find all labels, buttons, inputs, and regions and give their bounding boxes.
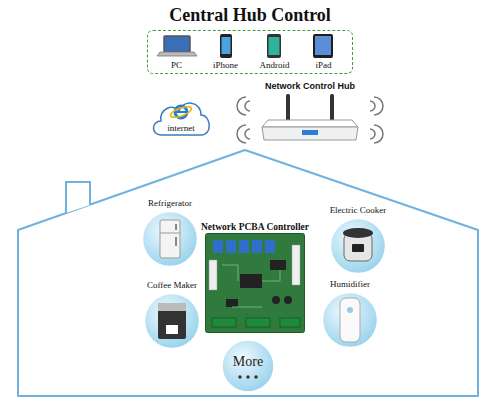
appliance-label: Coffee Maker — [147, 280, 197, 291]
bubble-outline — [321, 291, 379, 349]
pcb-outline — [205, 233, 305, 333]
appliance-label: Refrigerator — [148, 198, 192, 209]
appliance-bubble: Coffee Maker — [140, 280, 204, 350]
pcb-rect — [206, 234, 305, 333]
bubble-circle — [323, 293, 378, 348]
laptop-icon — [157, 36, 197, 56]
router-illustration — [262, 94, 358, 140]
cloud-label: internet — [167, 123, 195, 134]
pcb-components — [209, 240, 300, 327]
android-icon — [267, 34, 281, 58]
iphone-icon — [220, 34, 232, 58]
appliance-label: Electric Cooker — [330, 205, 387, 216]
bubble-outline — [143, 292, 201, 350]
appliance-bubble: Electric Cooker — [326, 205, 390, 275]
device-group-box: PC iPhone Android iPad — [147, 30, 353, 74]
bubble-circle — [145, 294, 200, 349]
refrigerator-icon — [160, 220, 180, 258]
device-label: iPhone — [213, 60, 238, 71]
bubble-outline — [141, 210, 199, 268]
electric-cooker-icon — [343, 228, 373, 261]
more-label: More — [233, 354, 263, 370]
cloud-outline — [149, 95, 213, 141]
more-dots — [238, 375, 257, 378]
device-label: PC — [171, 60, 182, 71]
bubble-outline — [329, 217, 387, 275]
coffee-maker-icon — [158, 303, 186, 339]
internet-explorer-icon — [169, 104, 192, 119]
appliance-label: Humidifier — [330, 279, 370, 290]
diagram-title: Central Hub Control — [0, 4, 500, 26]
cloud-outline — [154, 103, 210, 135]
bubble-circle — [331, 219, 386, 274]
appliance-bubble: Humidifier — [318, 279, 382, 349]
device-label: Android — [260, 60, 290, 71]
more-bubble: More — [221, 339, 275, 393]
bubble-circle — [143, 212, 198, 267]
router-heading: Network Control Hub — [265, 80, 355, 92]
bubble-circle — [222, 340, 274, 392]
board-heading: Network PCBA Controller — [201, 221, 309, 233]
device-label: iPad — [315, 60, 331, 71]
appliance-bubble: Refrigerator — [138, 198, 202, 268]
ipad-icon — [313, 34, 333, 58]
internet-cloud: internet — [149, 95, 213, 141]
chimney — [66, 182, 90, 213]
pcb-board: Network PCBA Controller — [200, 221, 310, 333]
house-outline — [18, 150, 478, 396]
router-node: Network Control Hub — [250, 80, 370, 146]
humidifier-icon — [340, 298, 360, 342]
wireless-signal — [237, 97, 383, 143]
